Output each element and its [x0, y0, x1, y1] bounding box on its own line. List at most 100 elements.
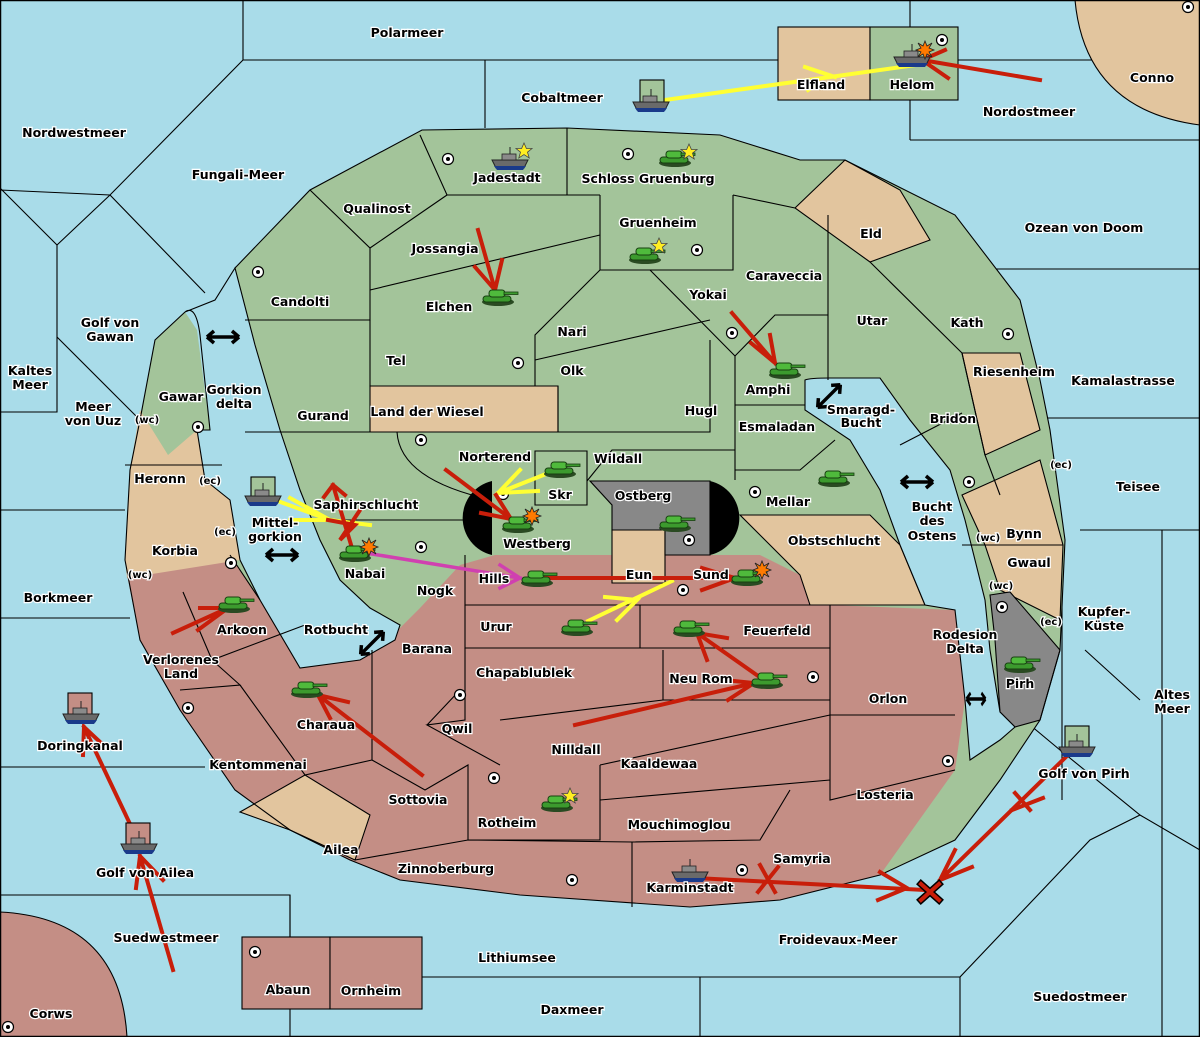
label-urur[interactable]: Urur [479, 618, 514, 635]
label-rodesion-1[interactable]: Rodesion [931, 626, 998, 643]
label-altes-1[interactable]: Altes [1153, 686, 1191, 703]
label-candolti[interactable]: Candolti [270, 293, 331, 310]
label-verlorenes-1[interactable]: Verlorenes [142, 651, 220, 668]
label-esmaladan[interactable]: Esmaladan [738, 418, 817, 435]
label-golf-von-ailea[interactable]: Golf von Ailea [95, 864, 195, 881]
label-nordostmeer[interactable]: Nordostmeer [982, 103, 1078, 120]
label-nilldall[interactable]: Nilldall [550, 741, 602, 758]
label-nari[interactable]: Nari [556, 323, 588, 340]
label-qualinost[interactable]: Qualinost [342, 200, 412, 217]
label-bynn[interactable]: Bynn [1005, 525, 1043, 542]
label-mouchimoglou[interactable]: Mouchimoglou [626, 816, 731, 833]
label-yokai[interactable]: Yokai [687, 286, 728, 303]
label-rotheim[interactable]: Rotheim [476, 814, 537, 831]
label-schloss-gruenburg[interactable]: Schloss Gruenburg [580, 170, 715, 187]
label-charaua[interactable]: Charaua [296, 716, 357, 733]
label-kentommenai[interactable]: Kentommenai [208, 756, 308, 773]
label-polarmeer[interactable]: Polarmeer [369, 24, 445, 41]
label-samyria[interactable]: Samyria [772, 850, 832, 867]
region-conno[interactable] [1074, 0, 1200, 126]
label-cobaltmeer[interactable]: Cobaltmeer [520, 89, 605, 106]
label-bucht-2[interactable]: des [918, 512, 945, 529]
label-riesenheim[interactable]: Riesenheim [972, 363, 1056, 380]
label-kaltes-1[interactable]: Kaltes [7, 362, 54, 379]
label-hills[interactable]: Hills [477, 570, 510, 587]
label-kupfer-2[interactable]: Küste [1083, 617, 1126, 634]
label-rodesion-2[interactable]: Delta [945, 640, 985, 657]
label-verlorenes-2[interactable]: Land [163, 665, 200, 682]
label-golf-von-gawan-1[interactable]: Golf von [80, 314, 141, 331]
label-teisee[interactable]: Teisee [1115, 478, 1161, 495]
label-qwil[interactable]: Qwil [440, 720, 473, 737]
label-obstschlucht[interactable]: Obstschlucht [787, 532, 882, 549]
label-feuerfeld[interactable]: Feuerfeld [742, 622, 812, 639]
label-kupfer-1[interactable]: Kupfer- [1077, 603, 1132, 620]
label-daxmeer[interactable]: Daxmeer [539, 1001, 605, 1018]
label-nabai[interactable]: Nabai [344, 565, 387, 582]
label-gurand[interactable]: Gurand [296, 407, 350, 424]
label-jossangia[interactable]: Jossangia [409, 240, 480, 257]
label-froidevaux-meer[interactable]: Froidevaux-Meer [778, 931, 900, 948]
label-bucht-1[interactable]: Bucht [910, 498, 953, 515]
label-pirh[interactable]: Pirh [1005, 675, 1036, 692]
label-amphi[interactable]: Amphi [744, 381, 791, 398]
label-ailea[interactable]: Ailea [322, 841, 360, 858]
label-sottovia[interactable]: Sottovia [387, 791, 448, 808]
label-abaun[interactable]: Abaun [264, 981, 311, 998]
region-ornheim[interactable] [329, 936, 423, 1010]
label-fungali-meer[interactable]: Fungali-Meer [191, 166, 287, 183]
label-eun[interactable]: Eun [625, 566, 654, 583]
label-mellar[interactable]: Mellar [765, 493, 812, 510]
label-skr[interactable]: Skr [547, 486, 574, 503]
label-kamalastrasse[interactable]: Kamalastrasse [1070, 372, 1176, 389]
label-kaaldewaa[interactable]: Kaaldewaa [619, 755, 698, 772]
label-suedostmeer[interactable]: Suedostmeer [1032, 988, 1129, 1005]
label-helom[interactable]: Helom [888, 76, 935, 93]
label-conno[interactable]: Conno [1129, 69, 1176, 86]
label-uuz-1[interactable]: Meer [74, 398, 113, 415]
label-gorkion-2[interactable]: delta [215, 395, 254, 412]
label-nogk[interactable]: Nogk [416, 582, 455, 599]
label-corws[interactable]: Corws [28, 1005, 73, 1022]
label-gruenheim[interactable]: Gruenheim [618, 214, 698, 231]
label-doringkanal[interactable]: Doringkanal [36, 737, 124, 754]
region-eld[interactable] [794, 159, 931, 263]
label-tel[interactable]: Tel [385, 352, 407, 369]
region-elfland[interactable] [777, 26, 871, 101]
label-uuz-2[interactable]: von Uuz [64, 412, 123, 429]
region-corws[interactable] [0, 911, 128, 1037]
label-olk[interactable]: Olk [559, 362, 585, 379]
label-neu-rom[interactable]: Neu Rom [668, 670, 734, 687]
label-barana[interactable]: Barana [401, 640, 453, 657]
label-karminstadt[interactable]: Karminstadt [645, 879, 735, 896]
label-wildall[interactable]: Wildall [593, 450, 644, 467]
label-jadestadt[interactable]: Jadestadt [471, 169, 542, 186]
label-ozean-von-doom[interactable]: Ozean von Doom [1023, 219, 1144, 236]
label-losteria[interactable]: Losteria [855, 786, 915, 803]
label-caraveccia[interactable]: Caraveccia [745, 267, 824, 284]
label-gwaul[interactable]: Gwaul [1006, 554, 1052, 571]
label-nordwestmeer[interactable]: Nordwestmeer [21, 124, 128, 141]
label-norterend[interactable]: Norterend [458, 448, 533, 465]
label-kath[interactable]: Kath [949, 314, 984, 331]
label-ostberg[interactable]: Ostberg [614, 487, 673, 504]
label-rotbucht[interactable]: Rotbucht [303, 621, 370, 638]
label-smaragd-1[interactable]: Smaragd- [826, 401, 897, 418]
label-smaragd-2[interactable]: Bucht [839, 414, 882, 431]
label-orlon[interactable]: Orlon [868, 690, 909, 707]
label-bridon[interactable]: Bridon [929, 410, 978, 427]
label-land-der-wiesel[interactable]: Land der Wiesel [369, 403, 485, 420]
label-kaltes-2[interactable]: Meer [11, 376, 50, 393]
label-altes-2[interactable]: Meer [1153, 700, 1192, 717]
label-heronn[interactable]: Heronn [133, 470, 187, 487]
region-heronn-korbia[interactable] [125, 410, 240, 578]
label-gawar[interactable]: Gawar [157, 388, 205, 405]
label-suedwestmeer[interactable]: Suedwestmeer [112, 929, 220, 946]
label-sund[interactable]: Sund [692, 566, 730, 583]
label-lithiumsee[interactable]: Lithiumsee [477, 949, 557, 966]
label-elfland[interactable]: Elfland [796, 76, 847, 93]
label-utar[interactable]: Utar [855, 312, 889, 329]
label-hugl[interactable]: Hugl [684, 402, 719, 419]
label-golf-von-pirh[interactable]: Golf von Pirh [1037, 765, 1131, 782]
